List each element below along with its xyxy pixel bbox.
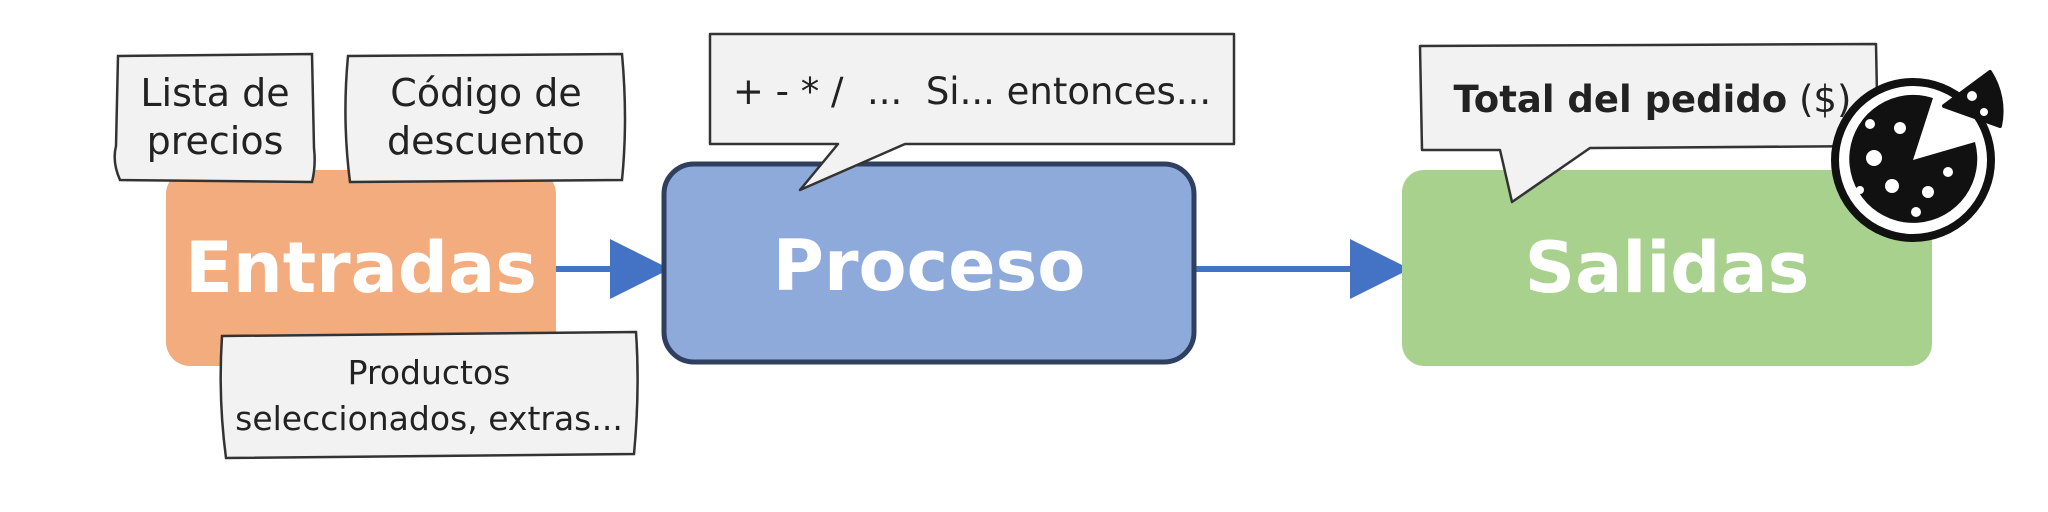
note-discount-code: Código de descuento [344, 52, 627, 184]
salidas-label: Salidas [1525, 227, 1810, 309]
entradas-label: Entradas [185, 227, 537, 309]
salidas-box: Salidas [1402, 170, 1932, 366]
proceso-label: Proceso [773, 225, 1086, 307]
proceso-callout: + - * / ... Si... entonces... [708, 32, 1236, 192]
note-discount-code-line2: descuento [387, 119, 585, 163]
note-discount-code-line1: Código de [390, 71, 581, 115]
pizza-icon [1831, 70, 2004, 242]
note-products-line2: seleccionados, extras... [235, 399, 623, 438]
note-price-list-line1: Lista de [140, 71, 289, 115]
note-products: Productos seleccionados, extras... [219, 330, 639, 460]
svg-text:Total del pedido ($): Total del pedido ($) [1422, 78, 1873, 121]
note-price-list-line2: precios [147, 119, 284, 163]
proceso-callout-text: + - * / ... Si... entonces... [733, 70, 1211, 113]
salidas-callout: Total del pedido ($) [1418, 42, 1880, 204]
note-price-list: Lista de precios [113, 52, 316, 184]
salidas-callout-rest: ($) [1787, 78, 1851, 121]
proceso-box: Proceso [661, 161, 1197, 365]
entradas-box: Entradas [166, 170, 556, 366]
note-products-line1: Productos [348, 353, 511, 392]
salidas-callout-bold: Total del pedido [1453, 78, 1787, 121]
